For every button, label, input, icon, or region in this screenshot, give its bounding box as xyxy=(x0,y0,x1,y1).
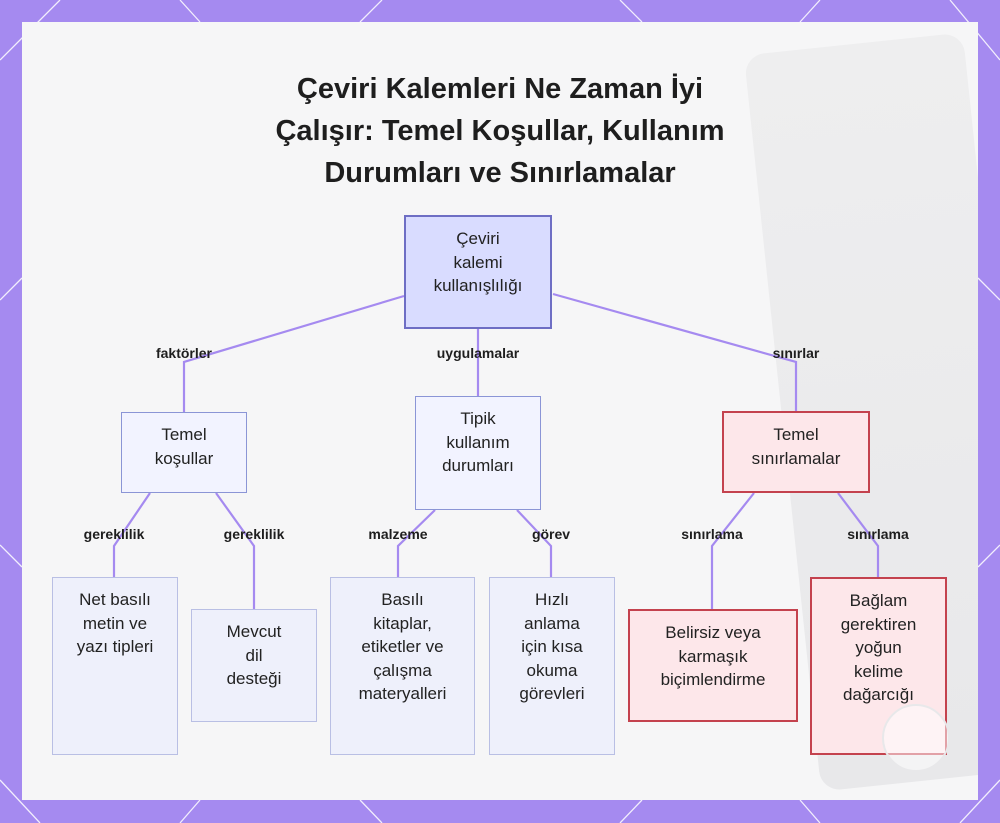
edge-limitations-formatting xyxy=(710,492,755,609)
edge-limitations-vocabulary xyxy=(837,492,880,577)
edge-label-material: malzeme xyxy=(368,526,428,542)
edge-usecases-reading xyxy=(516,509,553,577)
edge-root-limitations xyxy=(552,292,798,411)
watermark-badge xyxy=(882,704,950,772)
leaf-language-support: Mevcut dil desteği xyxy=(191,609,317,722)
page-title: Çeviri Kalemleri Ne Zaman İyi Çalışır: T… xyxy=(275,73,725,189)
edge-label-requirement-1: gereklilik xyxy=(83,526,145,542)
edge-label-restriction-2: sınırlama xyxy=(847,526,909,542)
leaf-printed-text: Net basılı metin ve yazı tipleri xyxy=(52,577,178,755)
node-conditions: Temel koşullar xyxy=(121,412,247,493)
leaf-reading-tasks: Hızlı anlama için kısa okuma görevleri xyxy=(489,577,615,755)
edge-label-limits: sınırlar xyxy=(772,345,820,361)
edge-label-requirement-2: gereklilik xyxy=(223,526,285,542)
root-node: Çeviri kalemi kullanışlılığı xyxy=(404,215,552,329)
edge-conditions-language xyxy=(215,492,256,609)
leaf-materials: Basılı kitaplar, etiketler ve çalışma ma… xyxy=(330,577,475,755)
edge-usecases-materials xyxy=(396,509,436,577)
node-use-cases: Tipik kullanım durumları xyxy=(415,396,541,510)
edge-label-factors: faktörler xyxy=(155,345,213,361)
edge-root-conditions xyxy=(182,294,405,412)
edge-conditions-printed xyxy=(112,492,151,577)
edge-label-task: görev xyxy=(531,526,571,542)
edge-label-restriction-1: sınırlama xyxy=(681,526,743,542)
leaf-formatting: Belirsiz veya karmaşık biçimlendirme xyxy=(628,609,798,722)
node-limitations: Temel sınırlamalar xyxy=(722,411,870,493)
edge-label-applications: uygulamalar xyxy=(436,345,520,361)
